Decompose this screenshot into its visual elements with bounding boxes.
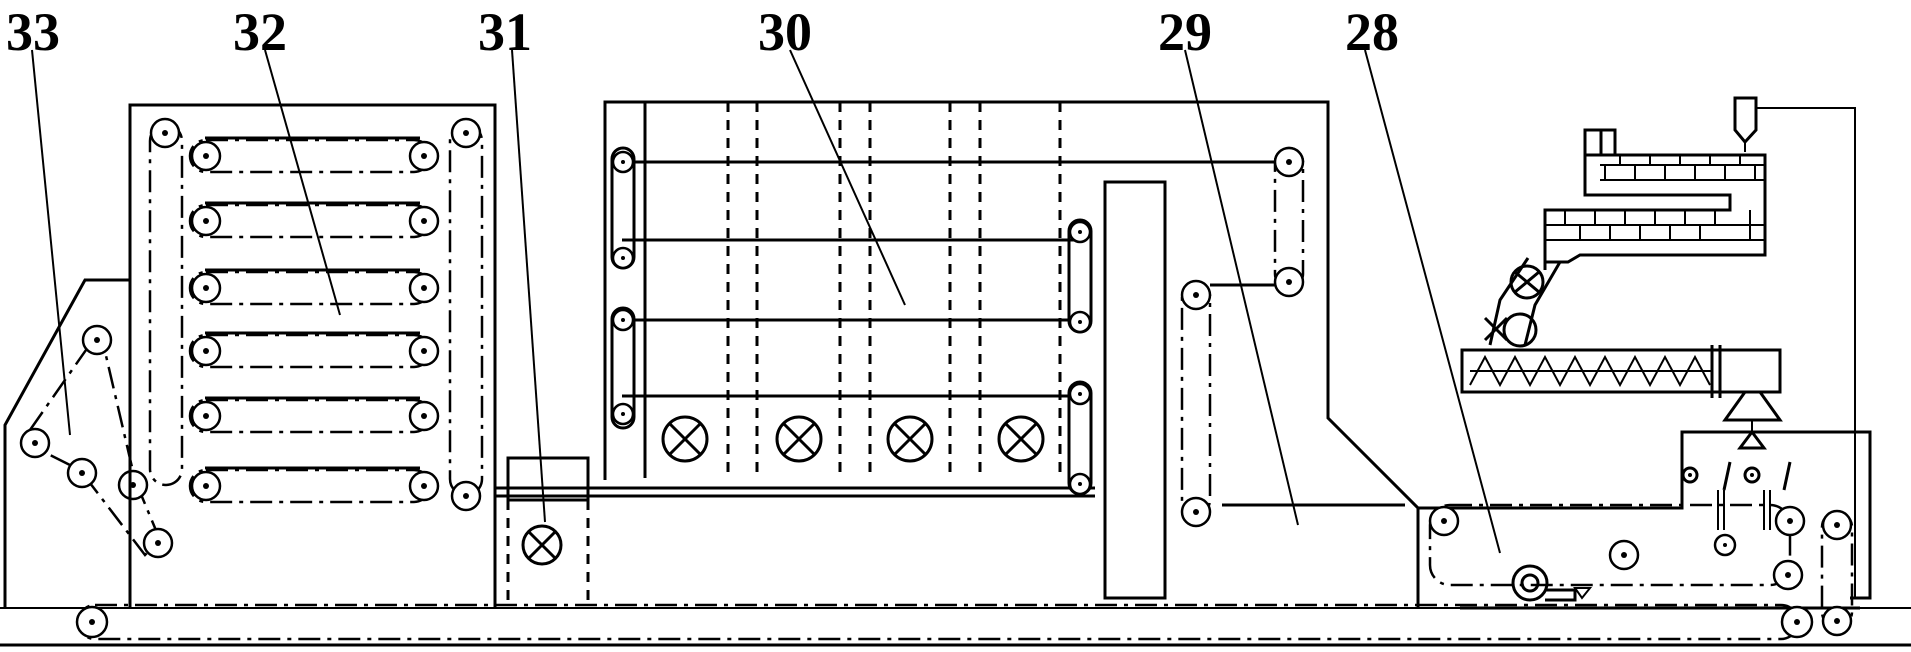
callout-31: 31 <box>478 2 532 62</box>
unit-30-tunnel-dryer <box>603 100 1420 608</box>
callout-30: 30 <box>758 2 812 62</box>
callout-33: 33 <box>6 2 60 62</box>
unit-33-inclined-conveyor <box>3 278 174 608</box>
callout-29: 29 <box>1158 2 1212 62</box>
callout-28: 28 <box>1345 2 1399 62</box>
callout-32: 32 <box>233 2 287 62</box>
unit-32-multi-layer-dryer <box>128 103 497 608</box>
unit-31-fan-box <box>495 456 1095 605</box>
leader-lines <box>31 49 1501 554</box>
unit-29-elevator <box>1103 146 1405 600</box>
fan-icons <box>661 415 1045 463</box>
unit-28-feed-system <box>1418 96 1872 637</box>
bottom-main-conveyor <box>75 603 1814 641</box>
